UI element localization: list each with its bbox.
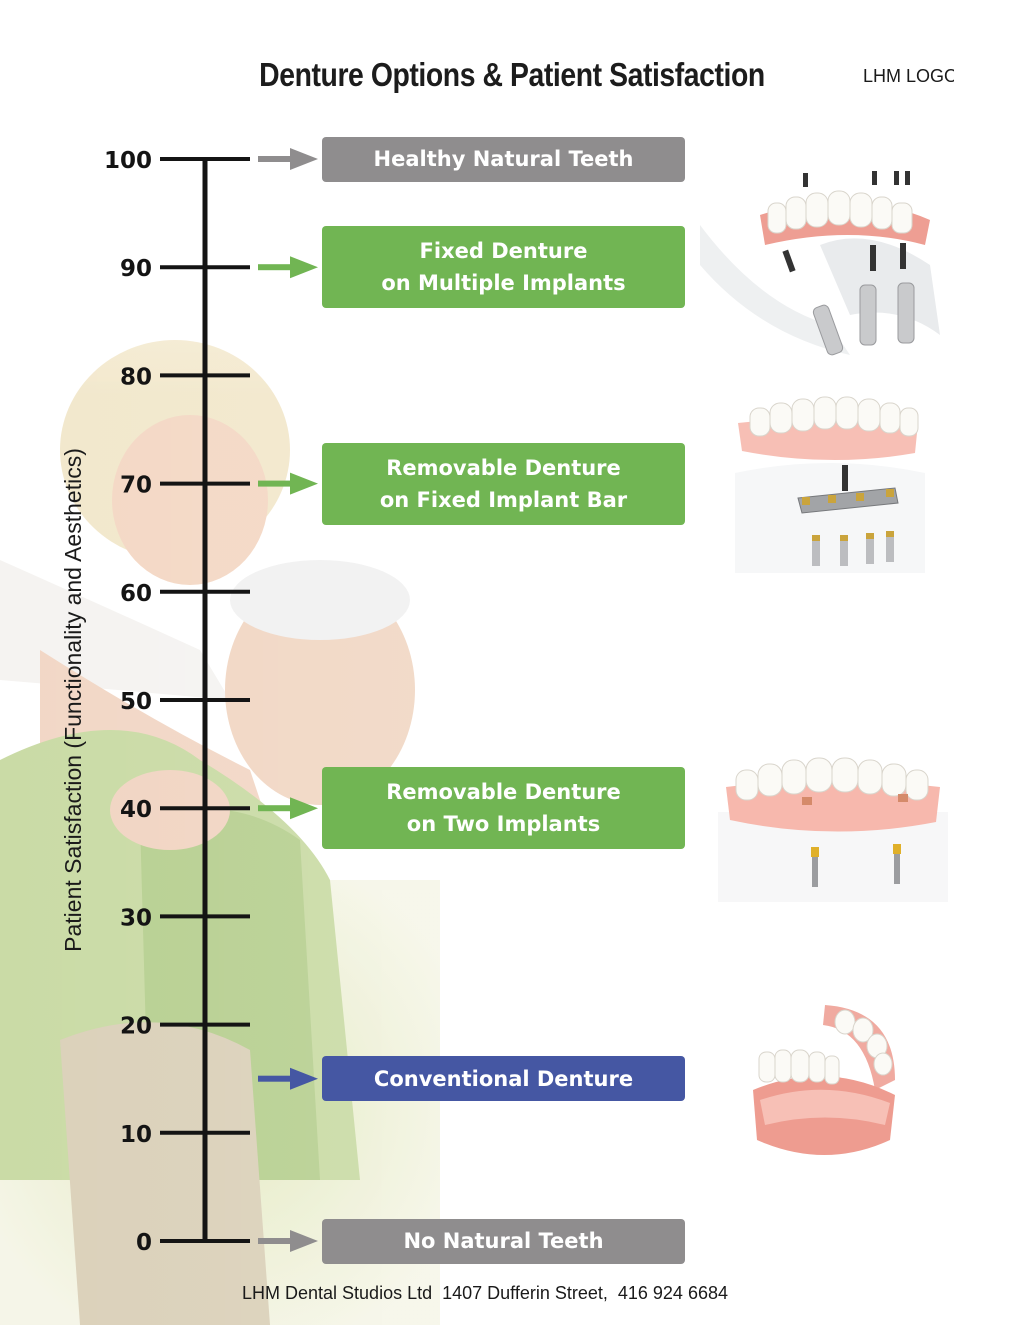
conventional-denture-icon — [753, 1005, 895, 1155]
scale-tick-label: 100 — [104, 148, 152, 174]
option-box-conventional-denture: Conventional Denture — [322, 1056, 685, 1102]
scale-tick-label: 0 — [136, 1230, 152, 1256]
option-box-label: on Fixed Implant Bar — [379, 487, 628, 512]
scale-tick-label: 50 — [120, 689, 152, 715]
scale-tick-label: 70 — [120, 473, 152, 499]
scale-tick-label: 80 — [120, 364, 152, 390]
page-title: Denture Options & Patient Satisfaction — [259, 56, 765, 93]
pointer-arrow — [258, 472, 318, 495]
pointer-arrow — [258, 148, 318, 170]
option-box-label: Removable Denture — [386, 780, 621, 805]
option-box-label: on Two Implants — [406, 812, 601, 837]
option-box-removable-denture: Removable Denture on Fixed Implant Bar — [322, 442, 685, 525]
pointer-arrow — [258, 1067, 318, 1090]
option-box-label: on Multiple Implants — [381, 271, 626, 296]
option-box-label: No Natural Teeth — [403, 1229, 604, 1253]
pointer-arrow — [258, 797, 318, 820]
option-box-label: Fixed Denture — [419, 239, 588, 264]
scale-tick-label: 10 — [120, 1122, 152, 1148]
scale-tick-label: 40 — [120, 797, 152, 823]
logo-placeholder: LHM LOGO — [863, 66, 954, 86]
implant-bar-denture-icon — [735, 396, 925, 573]
option-box-no-natural-teeth: No Natural Teeth — [322, 1218, 685, 1264]
scale-tick-label: 30 — [120, 905, 152, 931]
scale-tick-label: 60 — [120, 581, 152, 607]
option-box-removable-denture: Removable Denture on Two Implants — [322, 767, 685, 850]
two-implant-denture-icon — [718, 757, 948, 902]
scale-tick-label: 90 — [120, 256, 152, 282]
option-box-fixed-denture: Fixed Denture on Multiple Implants — [322, 226, 685, 309]
pointer-arrow — [258, 1230, 318, 1252]
footer-contact: LHM Dental Studios Ltd 1407 Dufferin Str… — [242, 1283, 728, 1303]
option-box-label: Removable Denture — [386, 455, 621, 480]
option-box-label: Conventional Denture — [373, 1066, 634, 1091]
option-box-healthy-natural-teeth: Healthy Natural Teeth — [322, 136, 685, 182]
fixed-denture-implants-icon — [700, 171, 940, 356]
option-box-label: Healthy Natural Teeth — [373, 147, 634, 171]
pointer-arrow — [258, 256, 318, 279]
scale-tick-label: 20 — [120, 1014, 152, 1040]
